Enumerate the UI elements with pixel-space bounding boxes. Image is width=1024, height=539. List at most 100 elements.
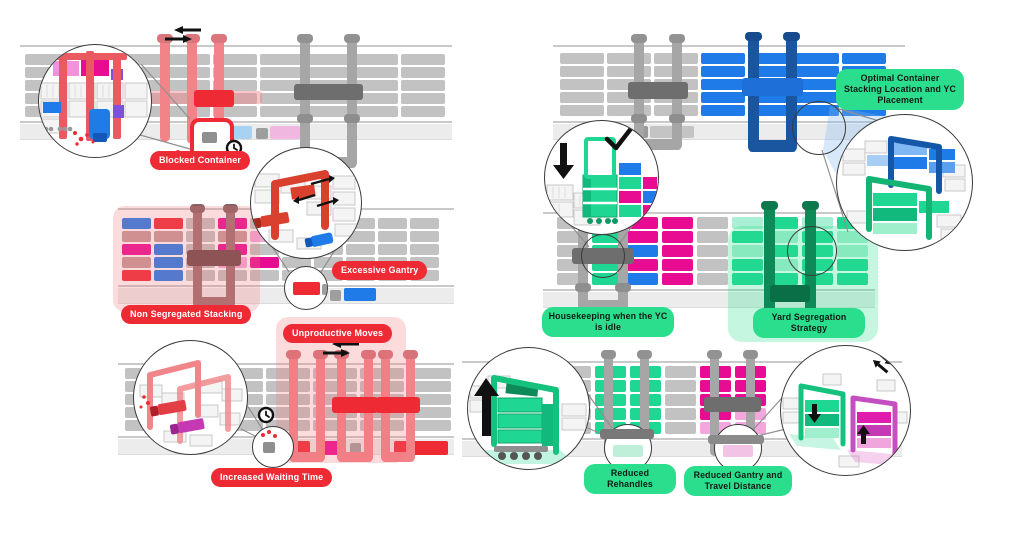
container-cell [697, 273, 728, 285]
label-increased-waiting-time: Increased Waiting Time [211, 468, 333, 488]
container-cell [122, 218, 151, 229]
container-cell [407, 420, 451, 431]
converging-arrows-icon [165, 26, 201, 43]
container-cell [346, 244, 375, 255]
container-cell [701, 79, 745, 90]
label-optimal-stacking: Optimal Container Stacking Location and … [836, 69, 964, 110]
container-cell [122, 257, 151, 268]
container-cell [560, 92, 604, 103]
container-cell [607, 66, 651, 77]
container-cell [837, 245, 868, 257]
label-non-segregated-stacking: Non Segregated Stacking [121, 305, 252, 325]
container-cell [665, 366, 696, 378]
crane-wheel [615, 283, 631, 292]
container-cell [250, 270, 279, 281]
container-cell [354, 67, 398, 78]
excessive-gantry-scene [252, 170, 358, 250]
container-cell [213, 67, 257, 78]
container-cell [25, 54, 69, 65]
rail [462, 438, 902, 440]
crane-wheel [297, 114, 313, 123]
crane-spreader [770, 285, 810, 302]
container-cell [154, 270, 183, 281]
container-cell [560, 53, 604, 64]
excessive-gantry-magnifier [284, 266, 328, 310]
lane-container [256, 128, 268, 139]
lane-container [613, 445, 643, 457]
container-cell [260, 80, 304, 91]
yard-crane [187, 206, 241, 308]
container-cell [407, 381, 451, 392]
container-cell [627, 259, 658, 271]
container-cell [748, 53, 792, 64]
container-cell [260, 93, 304, 104]
inset-housekeeping-detail [544, 120, 659, 235]
container-cell [307, 106, 351, 117]
container-cell [697, 259, 728, 271]
yard-crane-leg [214, 36, 224, 143]
container-cell [407, 394, 451, 405]
truck-icon [149, 399, 187, 417]
lane-container [263, 442, 275, 453]
container-cell [354, 54, 398, 65]
yard-crane-leg [160, 36, 170, 142]
container-cell [266, 381, 310, 392]
rail [553, 45, 905, 47]
reduced-rehandles-scene [469, 375, 587, 464]
rail [543, 212, 875, 214]
label-blocked-container: Blocked Container [150, 151, 251, 171]
segregation-magnifier [787, 226, 837, 276]
container-cell [732, 245, 763, 257]
highlighted-container [293, 282, 320, 295]
container-cell [701, 105, 745, 116]
housekeeping-scene [546, 123, 657, 226]
label-housekeeping: Housekeeping when the YC is idle [542, 307, 674, 337]
container-cell [410, 231, 439, 242]
container-cell [627, 273, 658, 285]
container-cell [662, 273, 693, 285]
container-cell [313, 420, 357, 431]
label-excessive-gantry: Excessive Gantry [332, 261, 428, 281]
container-cell [837, 259, 868, 271]
inset-reduced-rehandles-detail [467, 347, 590, 470]
lane-container [344, 288, 376, 301]
container-cell [665, 408, 696, 420]
crane-wheel [575, 283, 591, 292]
container-cell [266, 407, 310, 418]
rail [20, 121, 452, 123]
container-cell [795, 79, 839, 90]
rail [543, 289, 875, 291]
container-cell [697, 231, 728, 243]
arrow-up-icon [474, 378, 499, 436]
container-cell [748, 105, 792, 116]
rail [462, 361, 902, 363]
optimal-placement-magnifier [792, 101, 846, 155]
reduced-gantry-scene [782, 351, 908, 468]
container-cell [732, 217, 763, 229]
lane-container [723, 445, 753, 457]
container-cell [662, 245, 693, 257]
inset-reduced-gantry-detail [780, 345, 911, 476]
container-cell [407, 368, 451, 379]
container-cell [354, 106, 398, 117]
container-cell [266, 420, 310, 431]
converging-arrows-icon [872, 351, 893, 374]
blue-crane-frame [888, 136, 942, 194]
container-cell [154, 257, 183, 268]
truck-icon [169, 418, 205, 435]
container-cell [401, 106, 445, 117]
container-cell [282, 257, 311, 268]
container-cell [266, 368, 310, 379]
optimal-stacking-scene [842, 136, 966, 241]
green-crane-frame [798, 383, 846, 447]
waiting-truck-magnifier [252, 426, 294, 468]
lane-container [330, 290, 341, 301]
container-cell [842, 53, 886, 64]
clock-icon [257, 406, 275, 424]
container-cell [213, 54, 257, 65]
crane-wheel [669, 114, 685, 123]
container-cell [560, 105, 604, 116]
container-cell [401, 93, 445, 104]
container-cell [213, 80, 257, 91]
